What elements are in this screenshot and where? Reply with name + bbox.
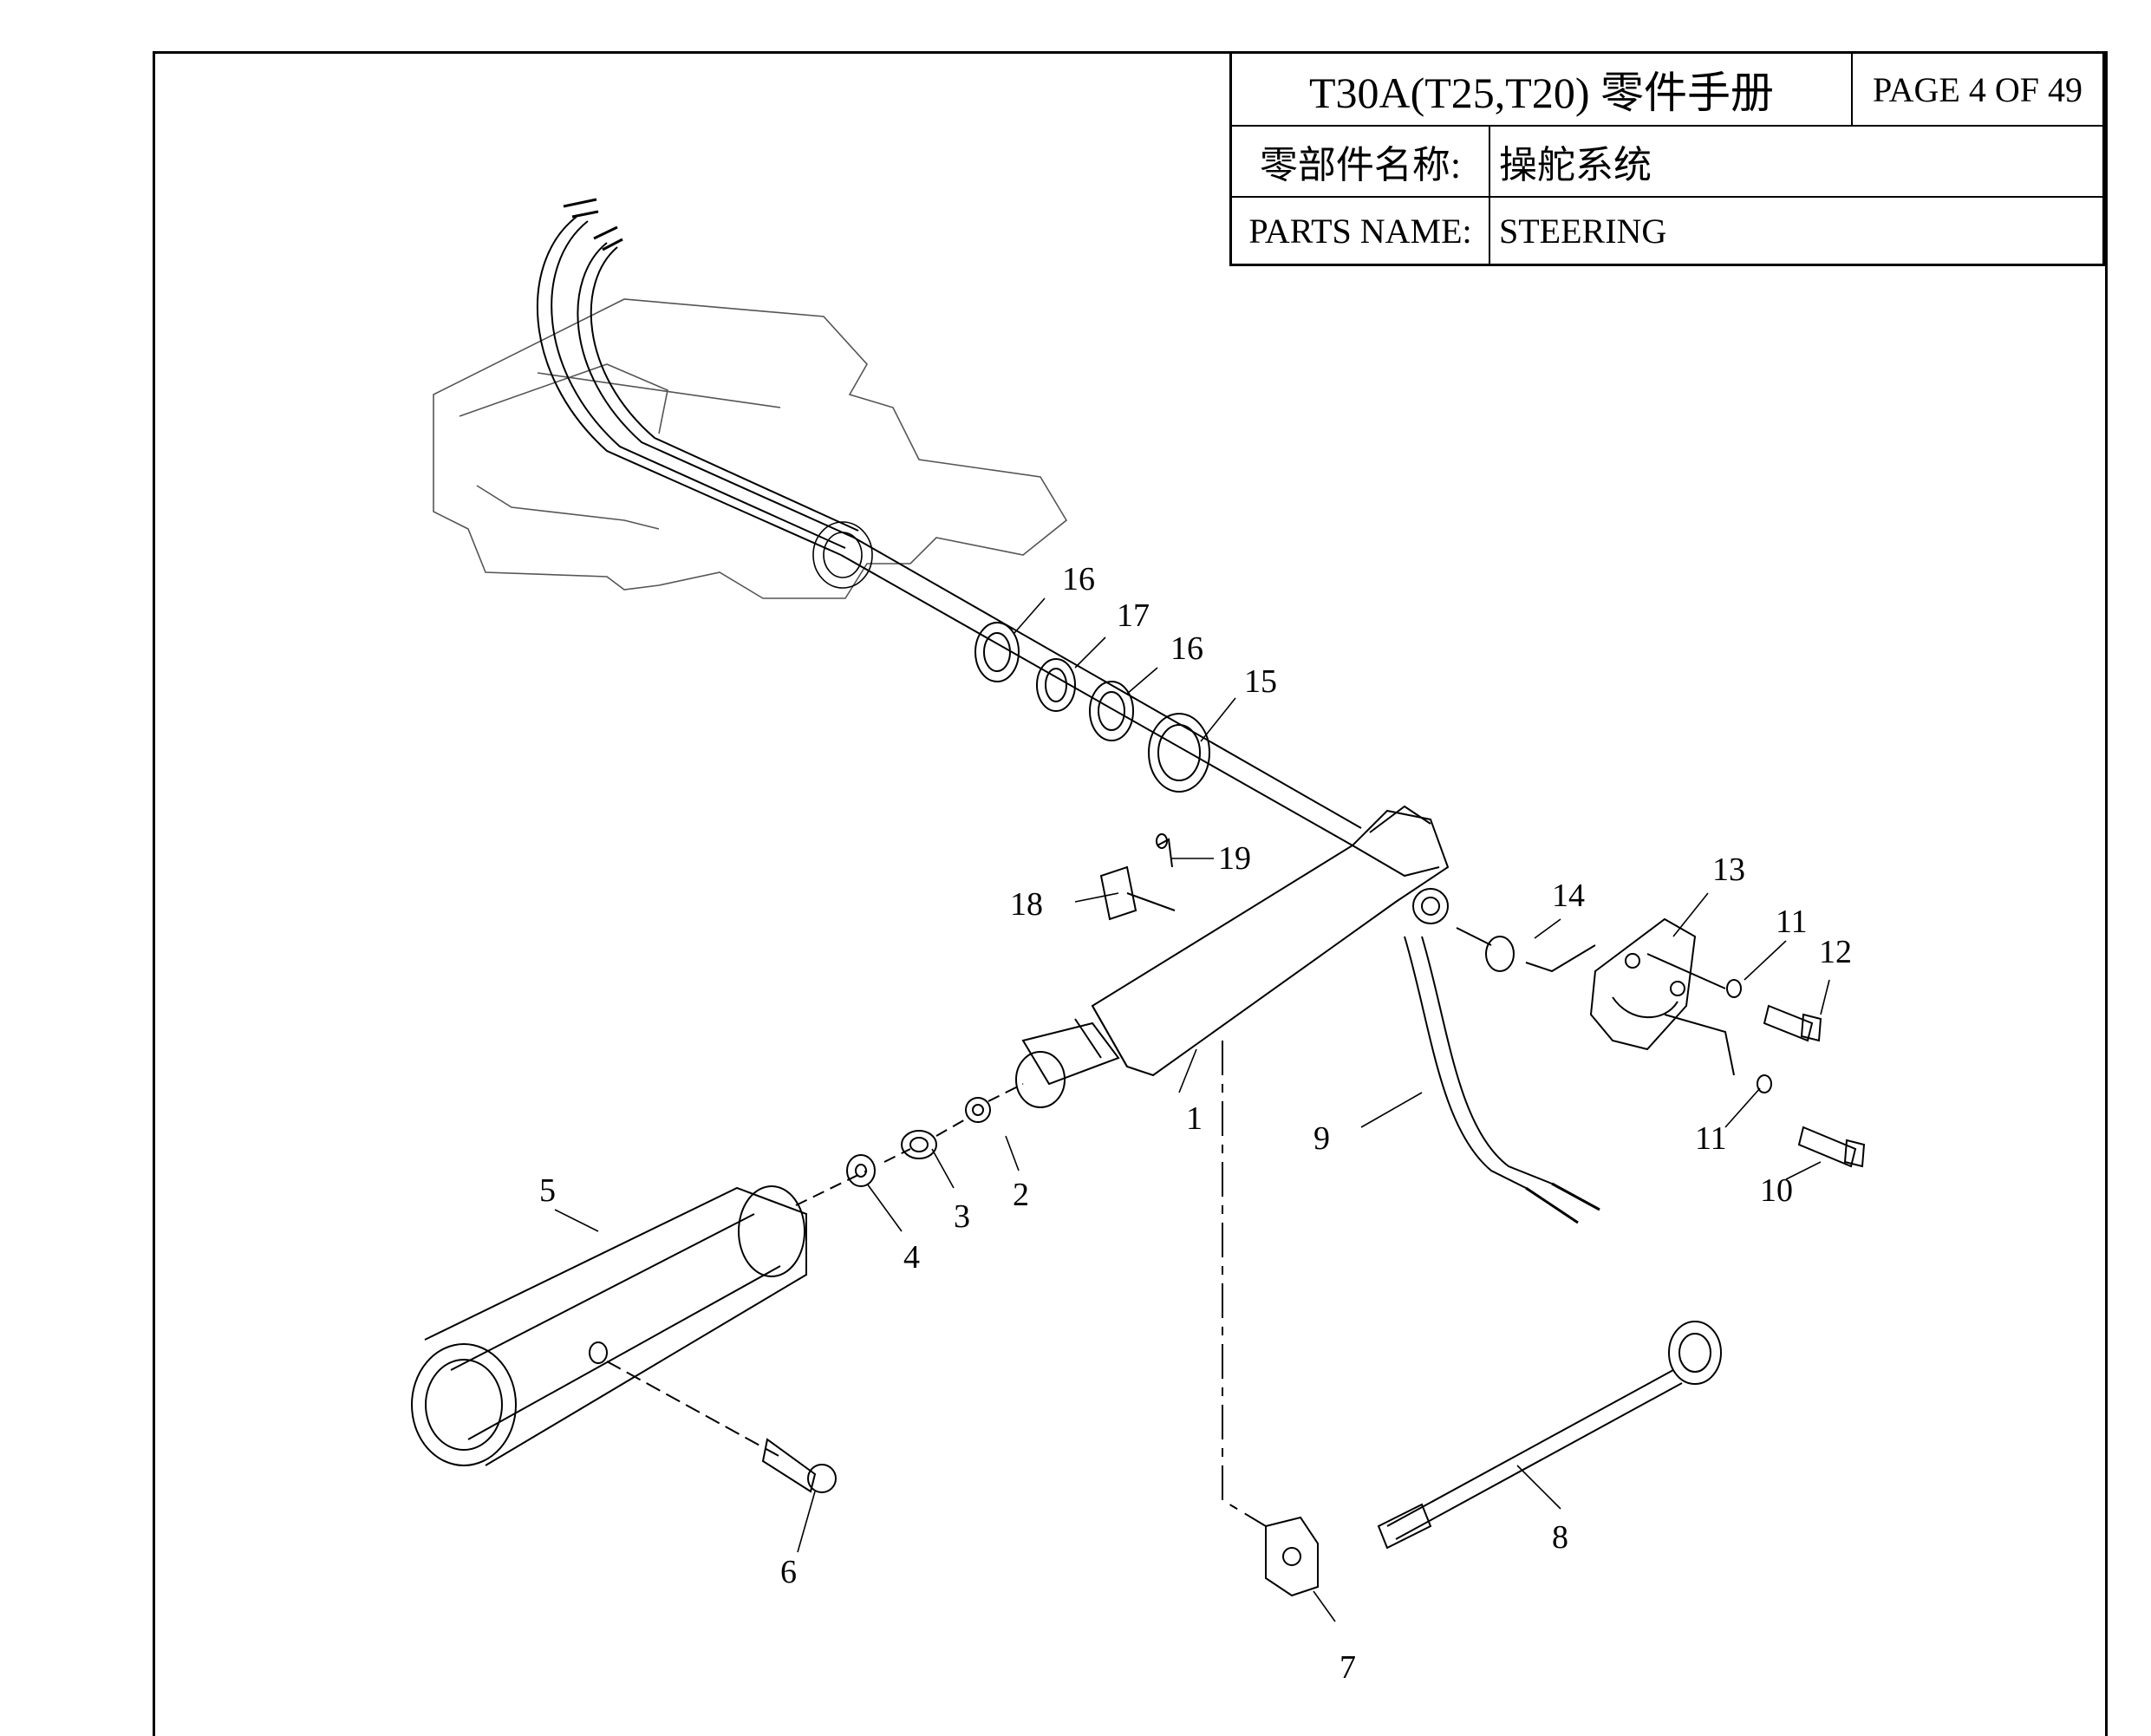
bolts-10-12 [1646,953,1866,1168]
clip-part-7 [1222,1041,1319,1597]
en-parts-name-label: PARTS NAME: [1248,211,1472,251]
cover-part-13 [1456,917,1697,1051]
callout-9: 9 [1313,1120,1330,1157]
callout-11-lower: 11 [1695,1120,1727,1157]
callout-15: 15 [1244,663,1277,700]
mount-bracket-outline [433,298,1068,599]
callout-16-upper: 16 [1062,561,1095,597]
callout-19: 19 [1218,840,1251,877]
title-block: T30A(T25,T20) 零件手册 PAGE 4 OF 49 零部件名称: 操… [1229,51,2105,266]
title-row: T30A(T25,T20) 零件手册 PAGE 4 OF 49 [1232,54,2102,127]
parts-18-19 [1099,833,1176,921]
callout-3: 3 [954,1198,970,1235]
upper-cables [537,198,1362,846]
callout-13: 13 [1712,852,1745,888]
cn-parts-name-label: 零部件名称: [1259,144,1462,186]
en-parts-name-value: STEERING [1489,198,2102,264]
cable-grommets [974,622,1210,793]
drawing-border [153,51,2108,1736]
callout-11-upper: 11 [1776,904,1808,940]
callout-2: 2 [1013,1177,1029,1213]
screw-part-6 [606,1361,837,1493]
callout-16-lower: 16 [1170,630,1203,667]
leader-lines [554,597,1830,1622]
callout-1: 1 [1186,1100,1203,1137]
callout-14: 14 [1552,878,1585,914]
callout-7: 7 [1339,1649,1356,1686]
callout-6: 6 [780,1554,797,1590]
callout-5: 5 [539,1172,556,1209]
cn-name-row: 零部件名称: 操舵系统 [1232,127,2102,198]
callout-4: 4 [903,1239,920,1276]
small-parts-2-3-4 [795,1083,1024,1206]
callout-17: 17 [1117,597,1150,634]
cn-parts-name-value: 操舵系统 [1489,127,2102,196]
callout-12: 12 [1819,934,1852,970]
callout-10: 10 [1760,1172,1793,1209]
callout-8: 8 [1552,1519,1568,1556]
lower-cables [1404,936,1600,1224]
manual-title: T30A(T25,T20) 零件手册 [1308,69,1775,117]
rod-part-8 [1377,1321,1722,1550]
tiller-grip [411,1185,807,1466]
en-name-row: PARTS NAME: STEERING [1232,198,2102,264]
callout-18: 18 [1010,886,1043,923]
page-number: PAGE 4 OF 49 [1851,54,2102,125]
callout-labels: 1 2 3 4 5 6 7 8 9 10 11 11 12 13 14 15 1… [539,561,1852,1686]
tiller-arm [1015,805,1450,1108]
